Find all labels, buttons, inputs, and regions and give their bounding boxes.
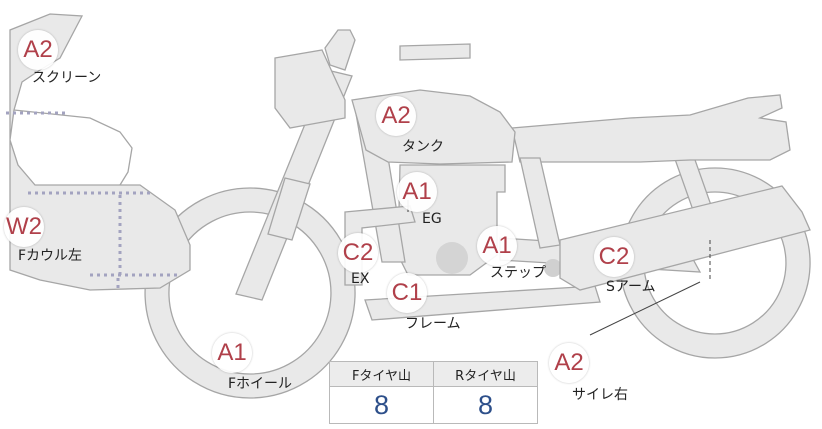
headlight-shape <box>274 49 346 129</box>
label-swingarm: Sアーム <box>606 279 656 295</box>
marker-ex[interactable]: C2 <box>338 233 378 273</box>
marker-tank[interactable]: A2 <box>376 96 416 136</box>
silencer-shape <box>559 185 811 291</box>
front-cowl-shape <box>9 13 191 291</box>
label-silencer-right: サイレ右 <box>572 387 628 403</box>
marker-screen[interactable]: A2 <box>18 30 58 70</box>
rear-tire-header: Rタイヤ山 <box>433 361 538 387</box>
marker-swingarm[interactable]: C2 <box>594 237 634 277</box>
tire-tread-table: Fタイヤ山 Rタイヤ山 8 8 <box>329 361 538 424</box>
rear-tire-value: 8 <box>433 386 538 424</box>
marker-eg[interactable]: A1 <box>397 172 437 212</box>
label-screen: スクリーン <box>32 70 102 86</box>
seat-shape <box>511 94 791 163</box>
marker-frame[interactable]: C1 <box>387 273 427 313</box>
front-tire-value: 8 <box>329 386 434 424</box>
label-step: ステップ <box>490 265 546 281</box>
marker-fwheel[interactable]: A1 <box>212 333 252 373</box>
label-fwheel: Fホイール <box>228 376 293 392</box>
front-tire-header: Fタイヤ山 <box>329 361 434 387</box>
label-tank: タンク <box>402 139 444 155</box>
marker-fcowl-left[interactable]: W2 <box>4 207 44 247</box>
marker-silencer-right[interactable]: A2 <box>549 343 589 383</box>
label-eg: EG <box>422 211 442 227</box>
marker-step[interactable]: A1 <box>477 226 517 266</box>
rear-frame-tube-shape <box>519 157 561 249</box>
label-fcowl-left: Fカウル左 <box>18 248 83 264</box>
label-frame: フレーム <box>405 316 461 332</box>
lower-frame-shape <box>364 285 601 321</box>
label-ex: EX <box>351 271 370 287</box>
